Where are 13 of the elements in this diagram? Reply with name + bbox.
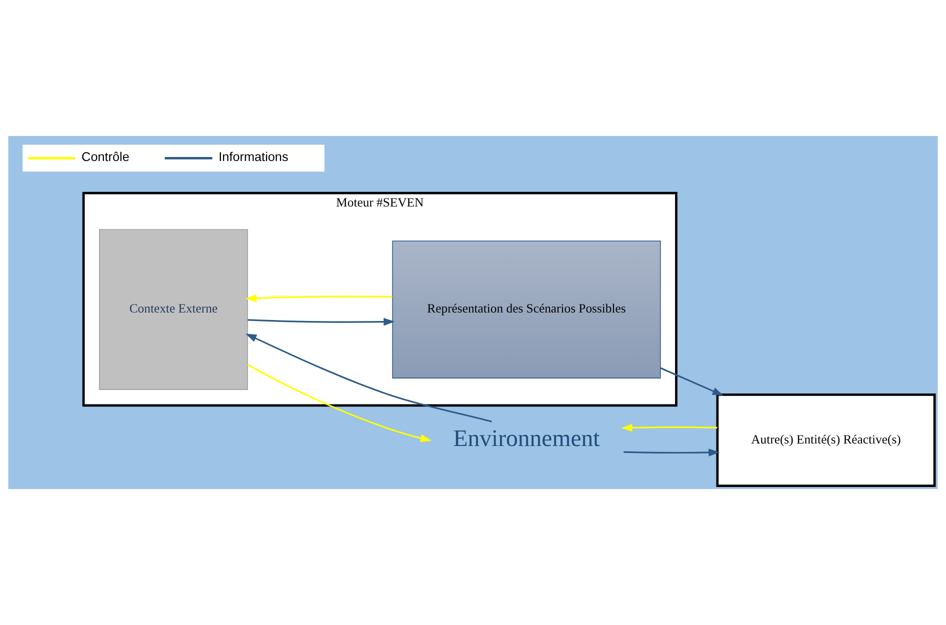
arrow [248, 318, 395, 326]
node-box: Autre(s) Entité(s) Réactive(s) [716, 394, 936, 488]
arrow [245, 294, 392, 302]
legend-label: Contrôle [82, 150, 130, 164]
arrow [624, 448, 720, 456]
arrow [621, 424, 718, 432]
node-text: Environnement [453, 426, 600, 452]
arrow [660, 367, 724, 396]
arrow [246, 334, 492, 422]
legend-label: Informations [218, 150, 288, 164]
node-box: Contexte Externe [99, 229, 248, 390]
node-box: Représentation des Scénarios Possibles [392, 240, 661, 378]
arrow [247, 364, 432, 442]
